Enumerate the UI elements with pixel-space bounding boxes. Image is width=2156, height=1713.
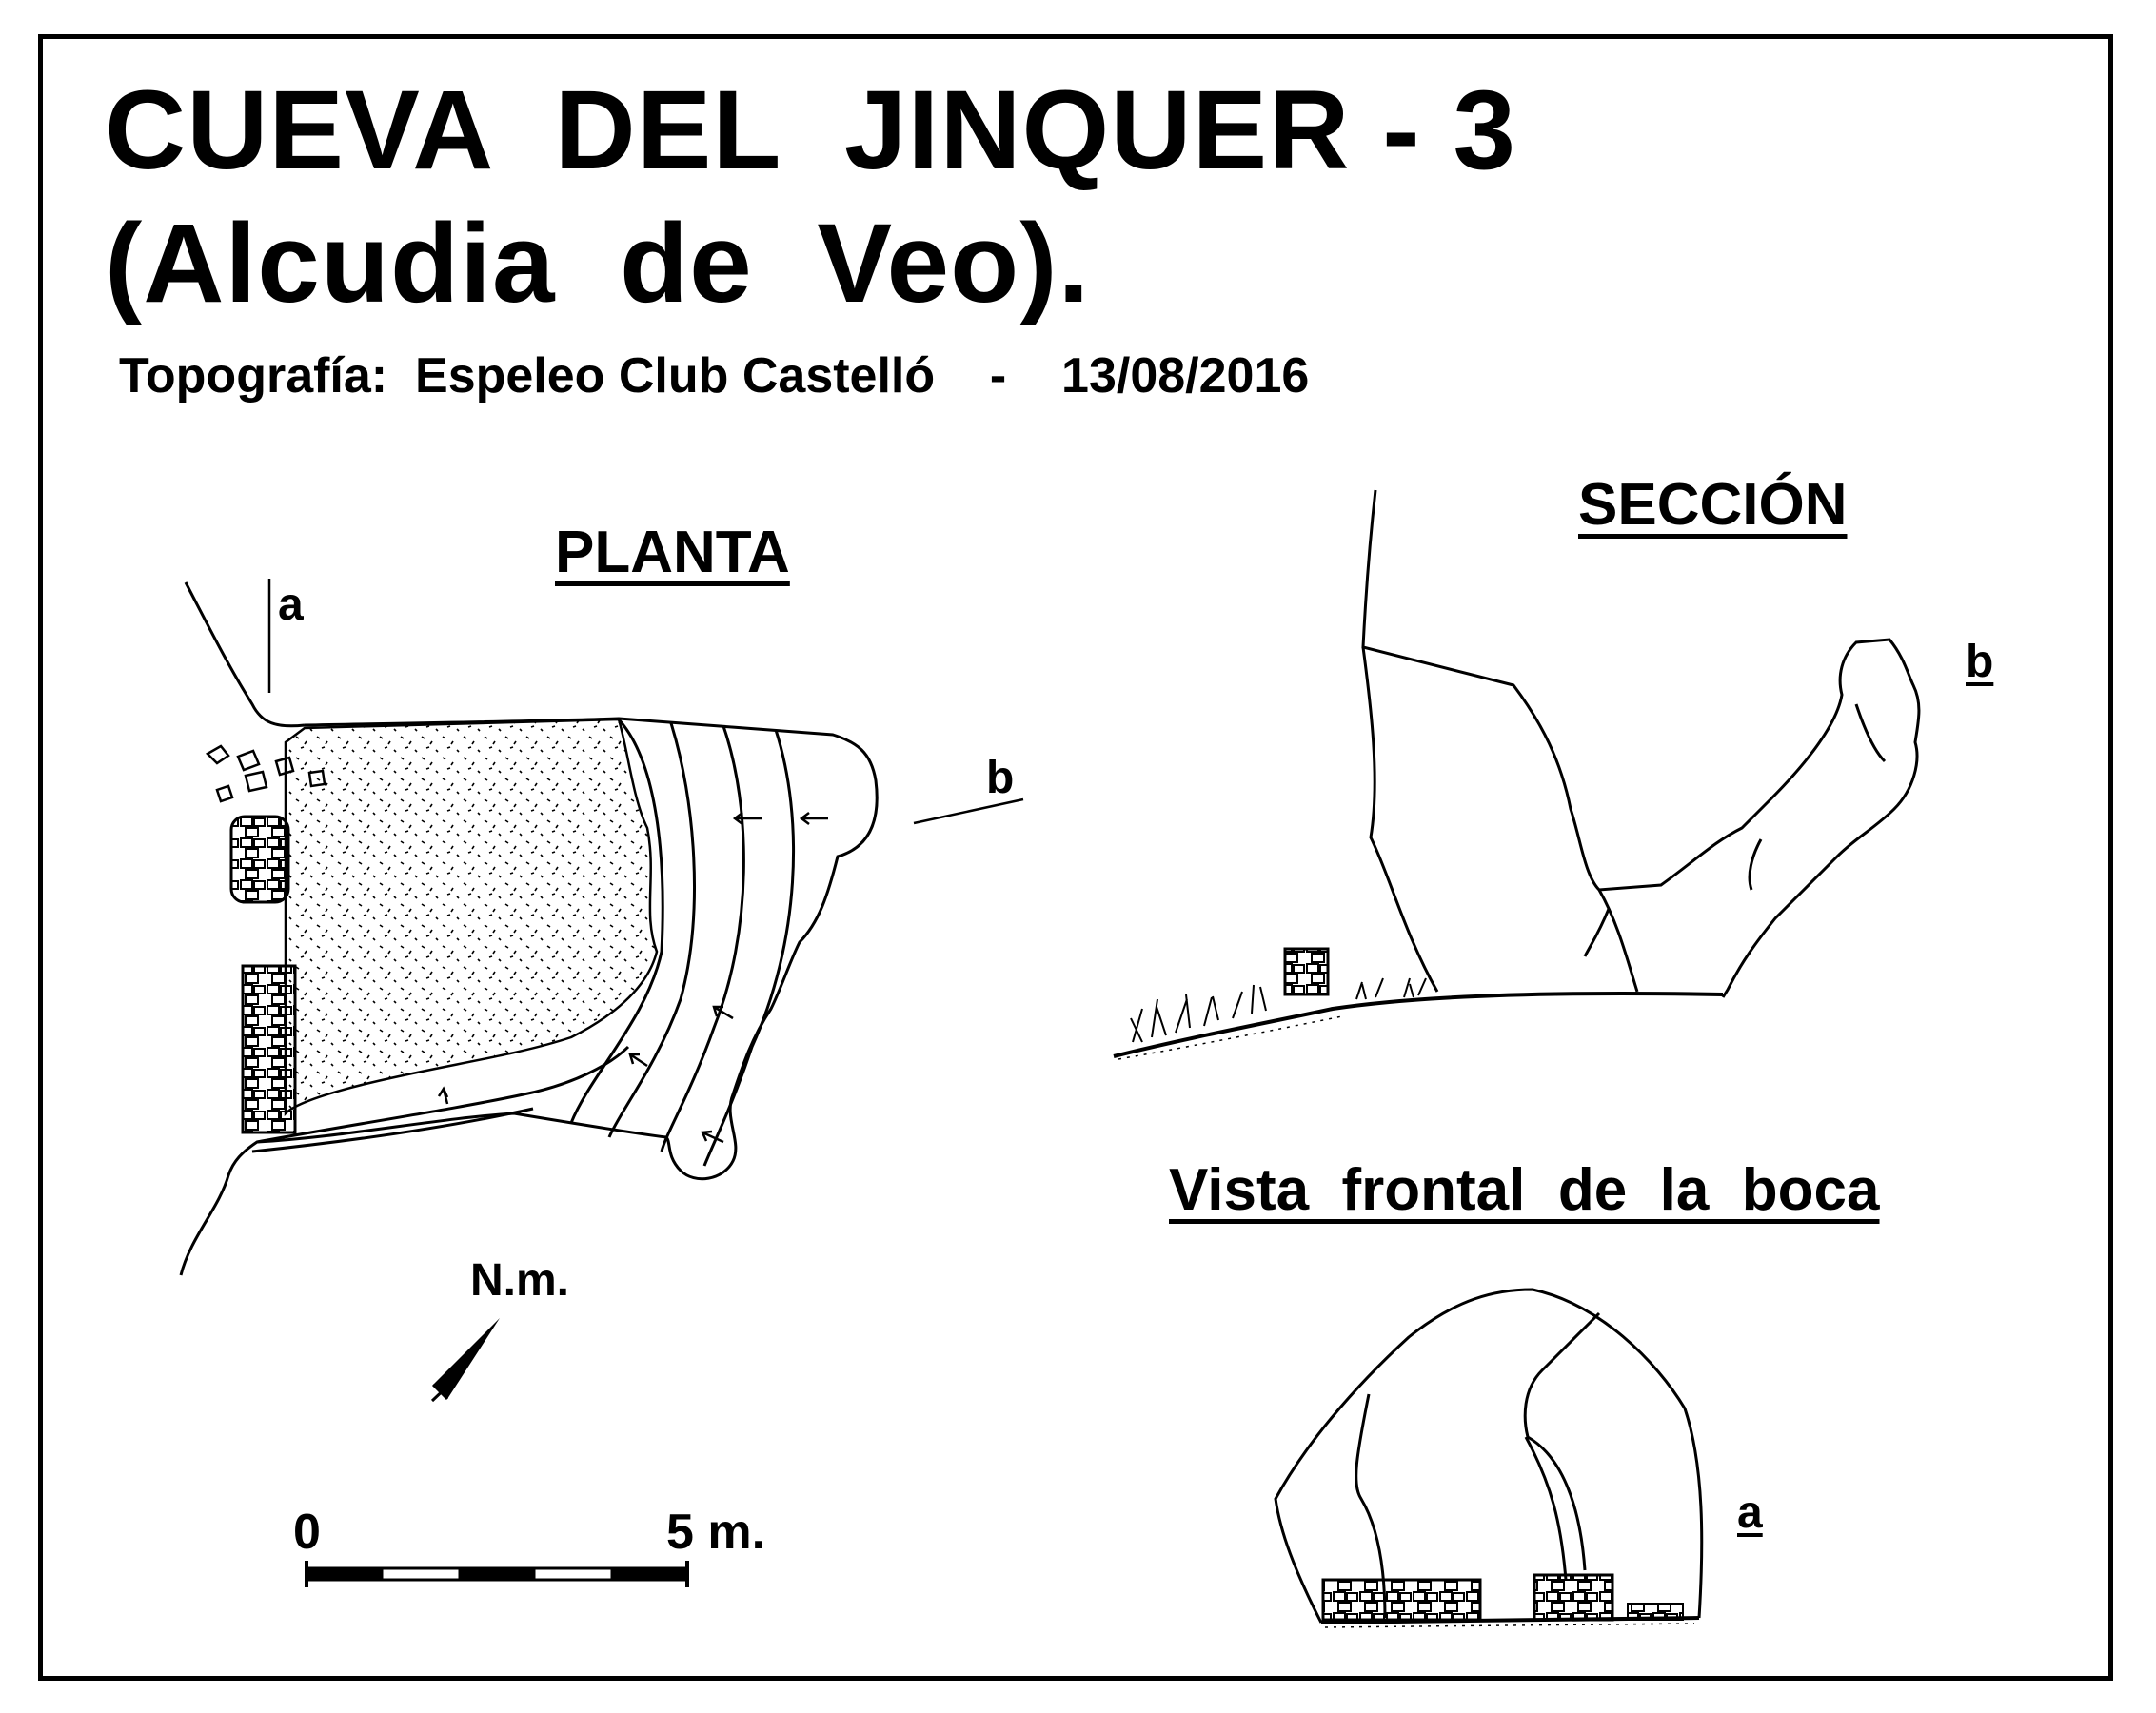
- front-wall-right: [1627, 1603, 1684, 1621]
- front-wall-middle: [1533, 1573, 1614, 1622]
- scale-start-label: 0: [293, 1505, 321, 1560]
- front-wall-left: [1321, 1578, 1482, 1622]
- survey-credit: Topografía: Espeleo Club Castelló - 13/0…: [119, 348, 1310, 404]
- section-wall: [1283, 947, 1330, 996]
- plan-wall-upper: [229, 815, 290, 904]
- plan-boulders: [205, 744, 326, 803]
- slope-arrows: [437, 812, 828, 1144]
- scale-bar-icon: [305, 1561, 689, 1587]
- cave-location: (Alcudia de Veo).: [105, 201, 1091, 326]
- plan-cliff-top: [184, 581, 306, 728]
- drawing-frame: [38, 34, 2113, 1681]
- plan-section-mark-b: b: [986, 753, 1015, 803]
- north-arrow-icon: [430, 1318, 500, 1403]
- section-end-label-b: b: [1966, 637, 1994, 687]
- section-heading: SECCIÓN: [1578, 472, 1848, 538]
- section-view: [1113, 489, 1921, 1060]
- plan-cave-outline: [179, 717, 879, 1276]
- north-label: N.m.: [470, 1255, 570, 1306]
- section-line-b: [913, 797, 1024, 825]
- section-ground: [1113, 991, 1724, 1058]
- plan-floor-area: [284, 718, 659, 1117]
- plan-view: [179, 579, 1024, 1276]
- plan-wall-lower: [241, 964, 297, 1134]
- scale-end-label: 5 m.: [666, 1505, 766, 1560]
- plan-heading: PLANTA: [555, 520, 790, 585]
- section-outline: [1361, 489, 1921, 998]
- section-grass: [1130, 977, 1427, 1043]
- front-view-label-a: a: [1737, 1487, 1763, 1538]
- cave-title: CUEVA DEL JINQUER - 3: [105, 68, 1516, 193]
- front-view-heading: Vista frontal de la boca: [1169, 1157, 1880, 1223]
- mouth-outline: [1274, 1288, 1704, 1624]
- plan-section-mark-a: a: [278, 580, 304, 630]
- front-view: [1274, 1288, 1704, 1628]
